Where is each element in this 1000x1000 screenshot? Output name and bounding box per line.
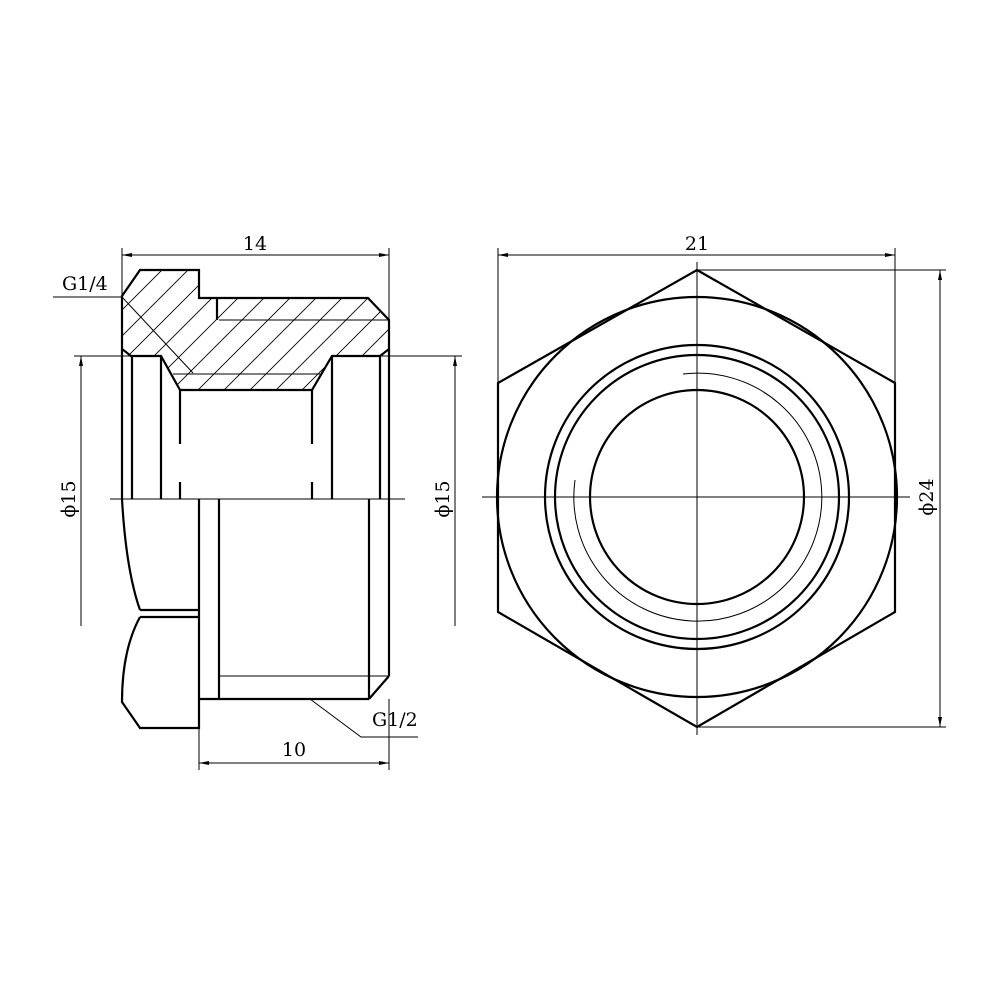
- dim-length-label: 14: [243, 233, 267, 255]
- hatch-line: [135, 270, 389, 390]
- hatch-line: [369, 270, 389, 390]
- dim-diameter-right-label: ϕ15: [432, 480, 454, 517]
- hatch-line: [396, 130, 666, 400]
- dim-across-flats-label: 21: [685, 233, 709, 255]
- leader-g12: [309, 698, 418, 738]
- hatch-line: [122, 270, 303, 390]
- dim-across-corners-label: ϕ24: [916, 478, 938, 515]
- hatch-line: [187, 270, 389, 390]
- chamfer: [368, 675, 390, 700]
- hatch-line: [122, 270, 329, 390]
- hatch-line: [317, 270, 389, 390]
- hex-profile: [120, 498, 201, 730]
- end-view: 21 ϕ24: [482, 233, 946, 735]
- section-view: 14 10 ϕ15 ϕ15 G1/4 G1/2: [53, 130, 666, 770]
- hatch-line: [239, 270, 389, 390]
- hatch-line: [343, 270, 389, 390]
- leader-g14: [53, 296, 194, 374]
- hatch-line: [213, 270, 389, 390]
- hatch-line: [265, 270, 389, 390]
- hatch-line: [122, 270, 251, 390]
- hatch-line: [161, 270, 389, 390]
- thread-minor-arc: [573, 372, 823, 622]
- dim-thread-length-label: 10: [282, 739, 306, 761]
- hatch-line: [122, 270, 277, 390]
- hatch-line: [122, 270, 355, 390]
- thread-small-label: G1/4: [62, 273, 108, 295]
- thread-large-label: G1/2: [372, 709, 418, 731]
- hatch-line: [122, 270, 381, 390]
- dim-diameter-left-label: ϕ15: [58, 480, 80, 517]
